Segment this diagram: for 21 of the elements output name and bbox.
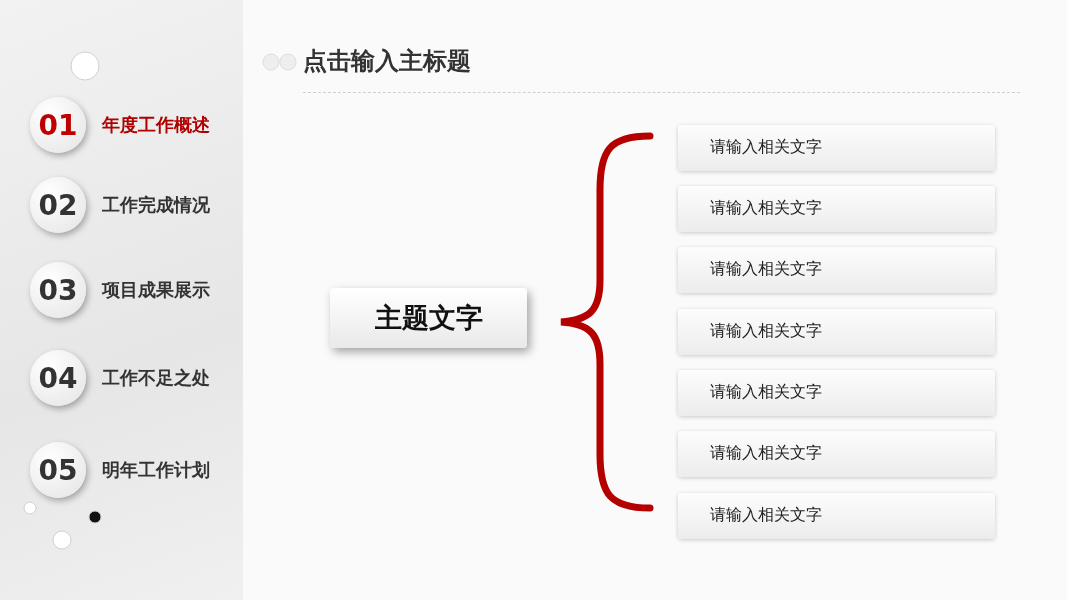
menu-label: 工作不足之处 [102, 366, 210, 390]
card-text: 请输入相关文字 [710, 382, 822, 403]
text-card [678, 247, 995, 293]
card-text: 请输入相关文字 [710, 137, 822, 158]
text-card [678, 431, 995, 477]
card-text: 请输入相关文字 [710, 321, 822, 342]
menu-label: 工作完成情况 [102, 193, 210, 217]
menu-label: 项目成果展示 [102, 278, 210, 302]
text-card [678, 125, 995, 171]
card-text: 请输入相关文字 [710, 505, 822, 526]
card-text: 请输入相关文字 [710, 259, 822, 280]
text-card [678, 309, 995, 355]
text-card [678, 186, 995, 232]
text-card [678, 493, 995, 539]
menu-label: 年度工作概述 [102, 113, 210, 137]
card-text: 请输入相关文字 [710, 443, 822, 464]
topic-box: 主题文字 [330, 288, 527, 348]
card-text: 请输入相关文字 [710, 198, 822, 219]
text-card [678, 370, 995, 416]
slide-title: 点击输入主标题 [303, 46, 471, 77]
menu-label: 明年工作计划 [102, 458, 210, 482]
